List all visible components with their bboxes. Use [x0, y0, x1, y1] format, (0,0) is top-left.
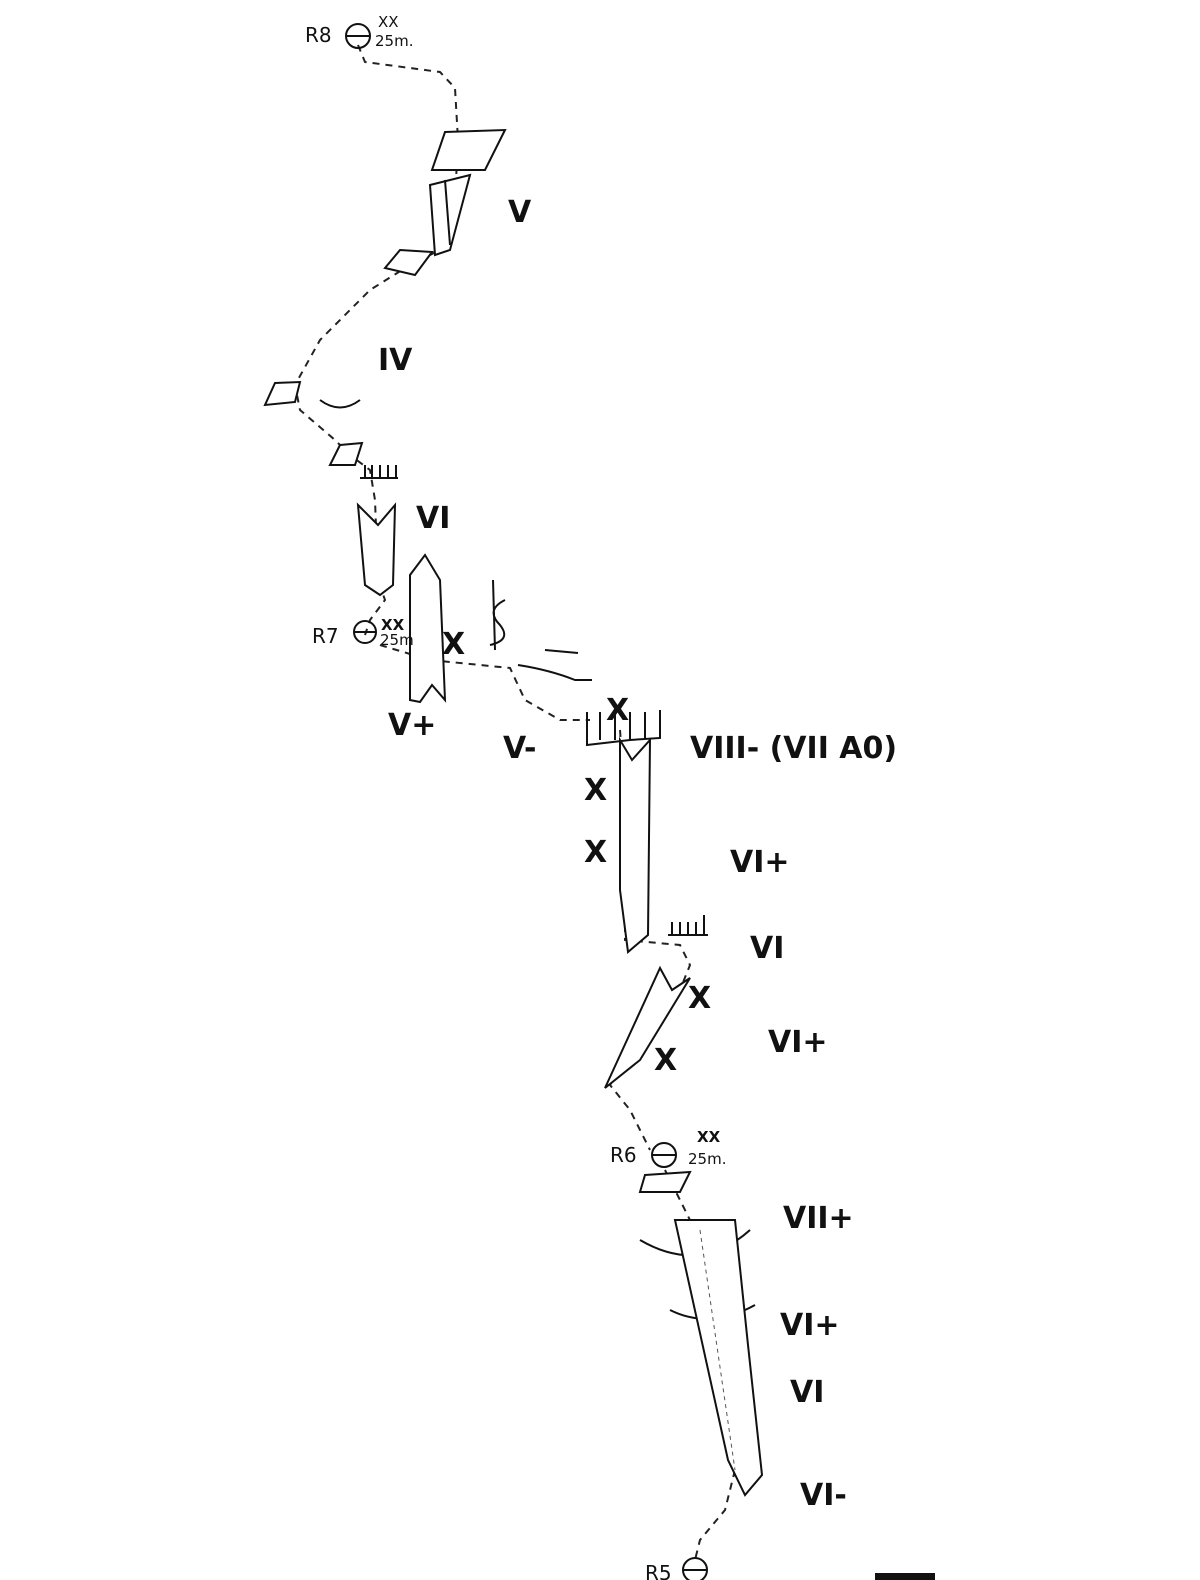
ledge-icon [328, 441, 364, 466]
dihedral-icon [619, 736, 652, 954]
overhang-icon [319, 399, 361, 409]
rappel-length: 25m [380, 631, 414, 649]
bolts: X X X X X X [442, 627, 711, 1078]
ledge-icon [383, 248, 434, 277]
features-upper [263, 128, 592, 704]
rappel-length: 25m. [375, 32, 413, 50]
grade-label: VI+ [730, 845, 790, 880]
grade-label: VI [750, 931, 784, 966]
roof-icon [586, 710, 661, 747]
belay-label: R5 [645, 1561, 672, 1580]
grade-label: VI+ [780, 1308, 840, 1343]
rappel-length: 25m. [688, 1150, 726, 1168]
dihedral-icon [428, 173, 472, 257]
roof-icon [668, 915, 708, 936]
bolt-mark: X [584, 835, 607, 870]
grade-label: VI+ [768, 1025, 828, 1060]
ledge-icon [638, 1170, 692, 1193]
grade-label: VIII- (VII A0) [690, 731, 897, 766]
ledge-edge-icon [517, 664, 592, 681]
ledge-icon [430, 128, 507, 171]
bolt-mark: X [442, 627, 465, 662]
belay-r8: R8 XX 25m. [305, 13, 413, 50]
features-middle [586, 710, 764, 1497]
grade-label: IV [378, 343, 413, 378]
belay-label: R8 [305, 23, 332, 47]
roof-icon [360, 465, 398, 479]
bolt-count: XX [381, 616, 405, 634]
bolt-mark: X [606, 693, 629, 728]
belay-r5: R5 [645, 1557, 708, 1580]
belay-r6: R6 XX 25m. [610, 1128, 726, 1168]
grades: V IV VI V+ V- VIII- (VII A0) VI+ VI VI+ … [378, 195, 897, 1513]
scan-edge-mark [875, 1573, 935, 1580]
bolt-count: XX [697, 1128, 721, 1146]
bolt-count: XX [378, 13, 399, 31]
bolt-mark: X [584, 773, 607, 808]
ledge-icon [263, 380, 302, 407]
route-line [293, 44, 737, 1561]
grade-label: V- [503, 731, 537, 766]
grade-label: VI [416, 501, 450, 536]
belay-r7: R7 XX 25m [312, 616, 414, 649]
grade-label: V [508, 195, 532, 230]
belay-label: R6 [610, 1143, 637, 1167]
belay-label: R7 [312, 624, 339, 648]
grade-label: V+ [388, 708, 436, 743]
bolt-mark: X [688, 981, 711, 1016]
crack-icon [489, 579, 506, 651]
flake-icon [604, 965, 691, 1089]
bolt-mark: X [654, 1043, 677, 1078]
grade-label: VI [790, 1375, 824, 1410]
grade-label: VI- [800, 1478, 847, 1513]
dihedral-icon [356, 502, 397, 597]
pillar-icon [409, 553, 447, 704]
grade-label: VII+ [783, 1201, 854, 1236]
